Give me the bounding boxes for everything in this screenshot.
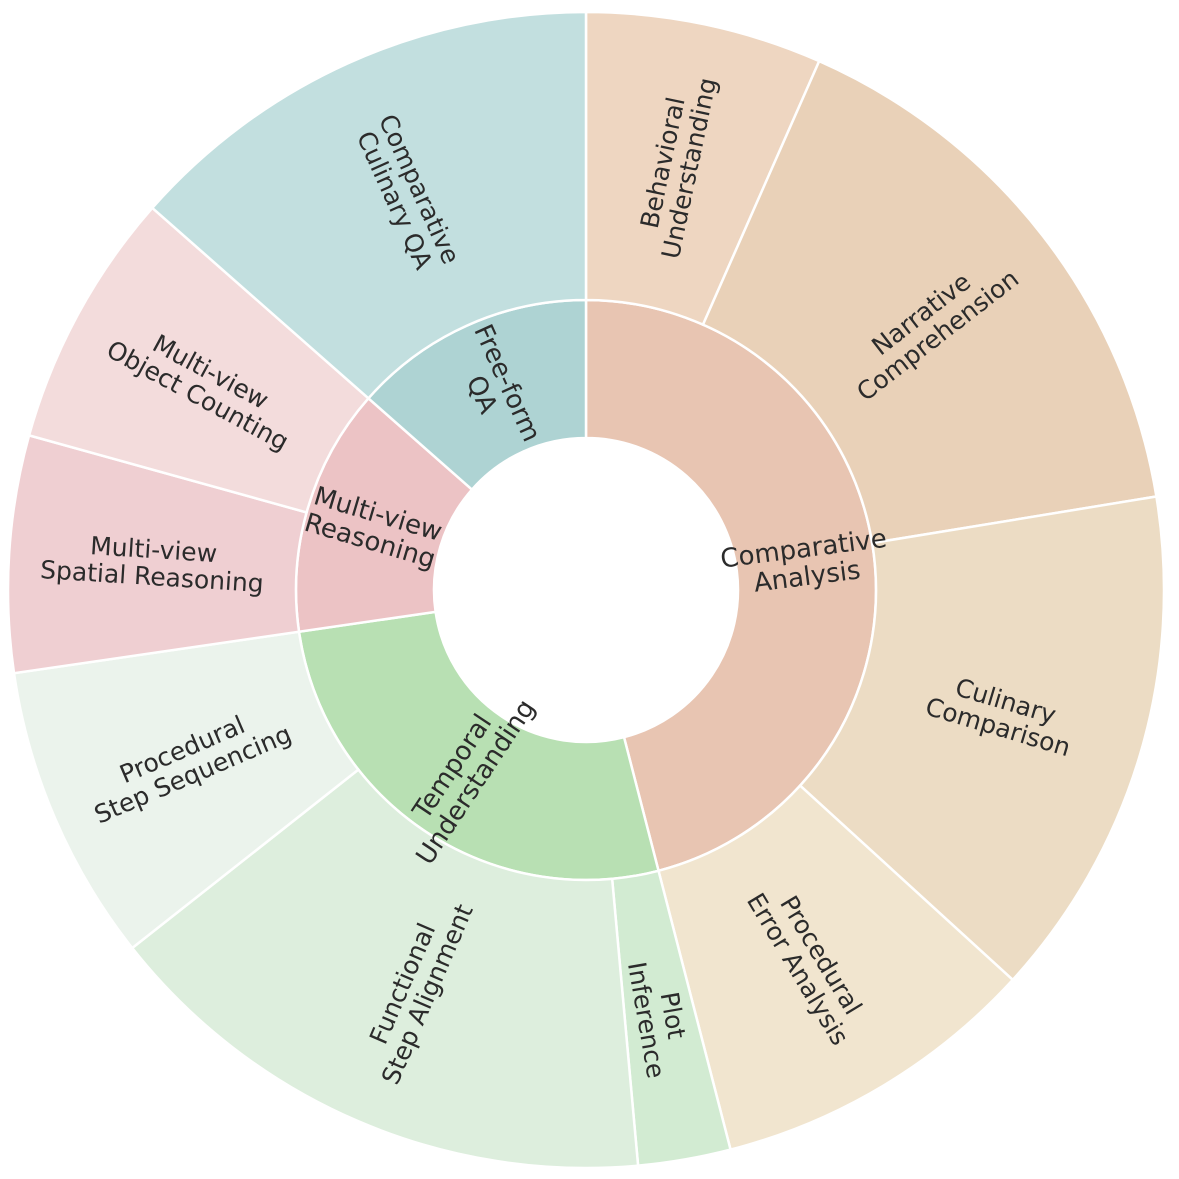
outer-label-multi-view-spatial-reasoning: Multi-viewSpatial Reasoning: [39, 528, 266, 598]
outer-segment-comparative-culinary-qa: [150, 10, 588, 401]
outer-segment-culinary-comparison: [798, 495, 1166, 982]
outer-segment-narrative-comprehension: [701, 59, 1158, 545]
inner-ring: [294, 298, 878, 882]
outer-label-behavioral-understanding: BehavioralUnderstanding: [630, 70, 723, 262]
outer-segment-procedural-error-analysis: [657, 783, 1015, 1152]
outer-segment-functional-step-alignment: [130, 767, 640, 1170]
outer-segment-procedural-step-sequencing: [12, 630, 361, 950]
outer-ring: [6, 10, 1166, 1170]
